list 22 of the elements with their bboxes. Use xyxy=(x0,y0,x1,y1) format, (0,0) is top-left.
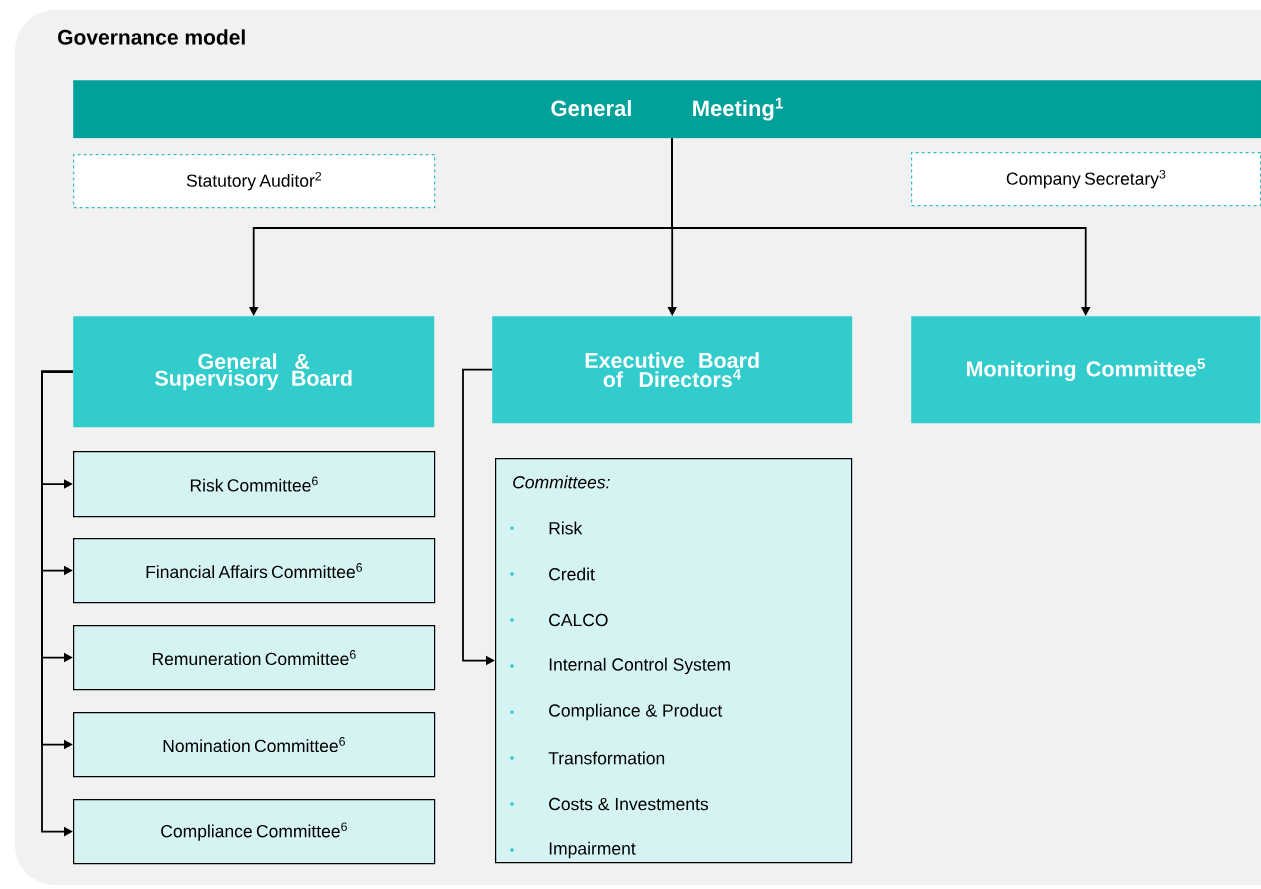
list-item: Compliance & Product xyxy=(510,703,723,721)
committee-box: Remuneration Committee$^{6}$ xyxy=(73,625,436,691)
list-item: Credit xyxy=(510,567,595,581)
dashed-box: Statutory Auditor$^{2}$ xyxy=(73,154,436,209)
committee-box: Compliance Committee$^{6}$ xyxy=(73,799,436,865)
committee-list-box xyxy=(495,458,853,864)
list-item: Costs & Investments xyxy=(510,797,709,811)
board-box: General & Supervisory Board xyxy=(73,316,435,428)
list-item: Internal Control System xyxy=(510,657,730,675)
diagram-title: Governance model xyxy=(58,29,245,45)
dashed-box: Company Secretary$^{3}$ xyxy=(911,152,1261,207)
committee-box: Risk Committee$^{6}$ xyxy=(73,451,436,518)
committee-box: Nomination Committee$^{6}$ xyxy=(73,712,436,778)
board-box: Executive Board of Directors$^{4}$ xyxy=(492,316,853,424)
committee-box: Financial Affairs Committee$^{6}$ xyxy=(73,538,436,604)
meeting-bar: General Meeting$^{1}$ xyxy=(73,80,1261,139)
list-item: CALCO xyxy=(510,613,608,627)
board-box: Monitoring Committee$^{5}$ xyxy=(911,316,1261,424)
list-heading: Committees: xyxy=(513,475,610,489)
list-item: Transformation xyxy=(510,751,665,765)
list-item: Impairment xyxy=(510,841,636,859)
list-item: Risk xyxy=(510,521,583,535)
